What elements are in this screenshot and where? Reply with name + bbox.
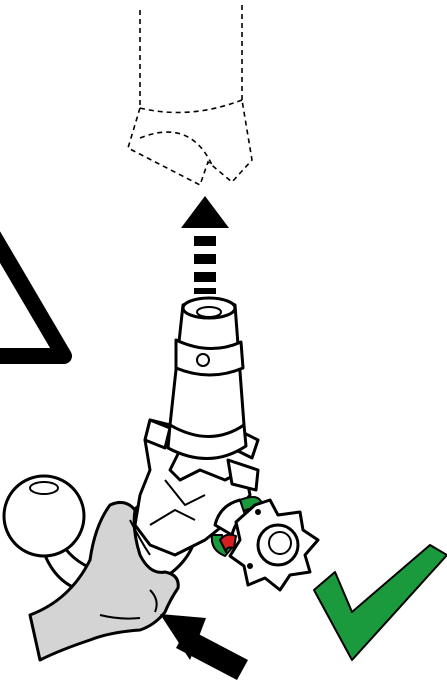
locking-handwheel [210, 495, 320, 592]
warning-triangle-icon [0, 231, 72, 364]
dashed-up-arrow-icon [181, 196, 229, 294]
vehicle-mount-outline [127, 5, 253, 187]
tow-bar-coupling [116, 296, 260, 587]
gloved-hand [28, 500, 180, 662]
check-mark-icon [313, 544, 447, 661]
push-arrow-icon [160, 614, 248, 680]
